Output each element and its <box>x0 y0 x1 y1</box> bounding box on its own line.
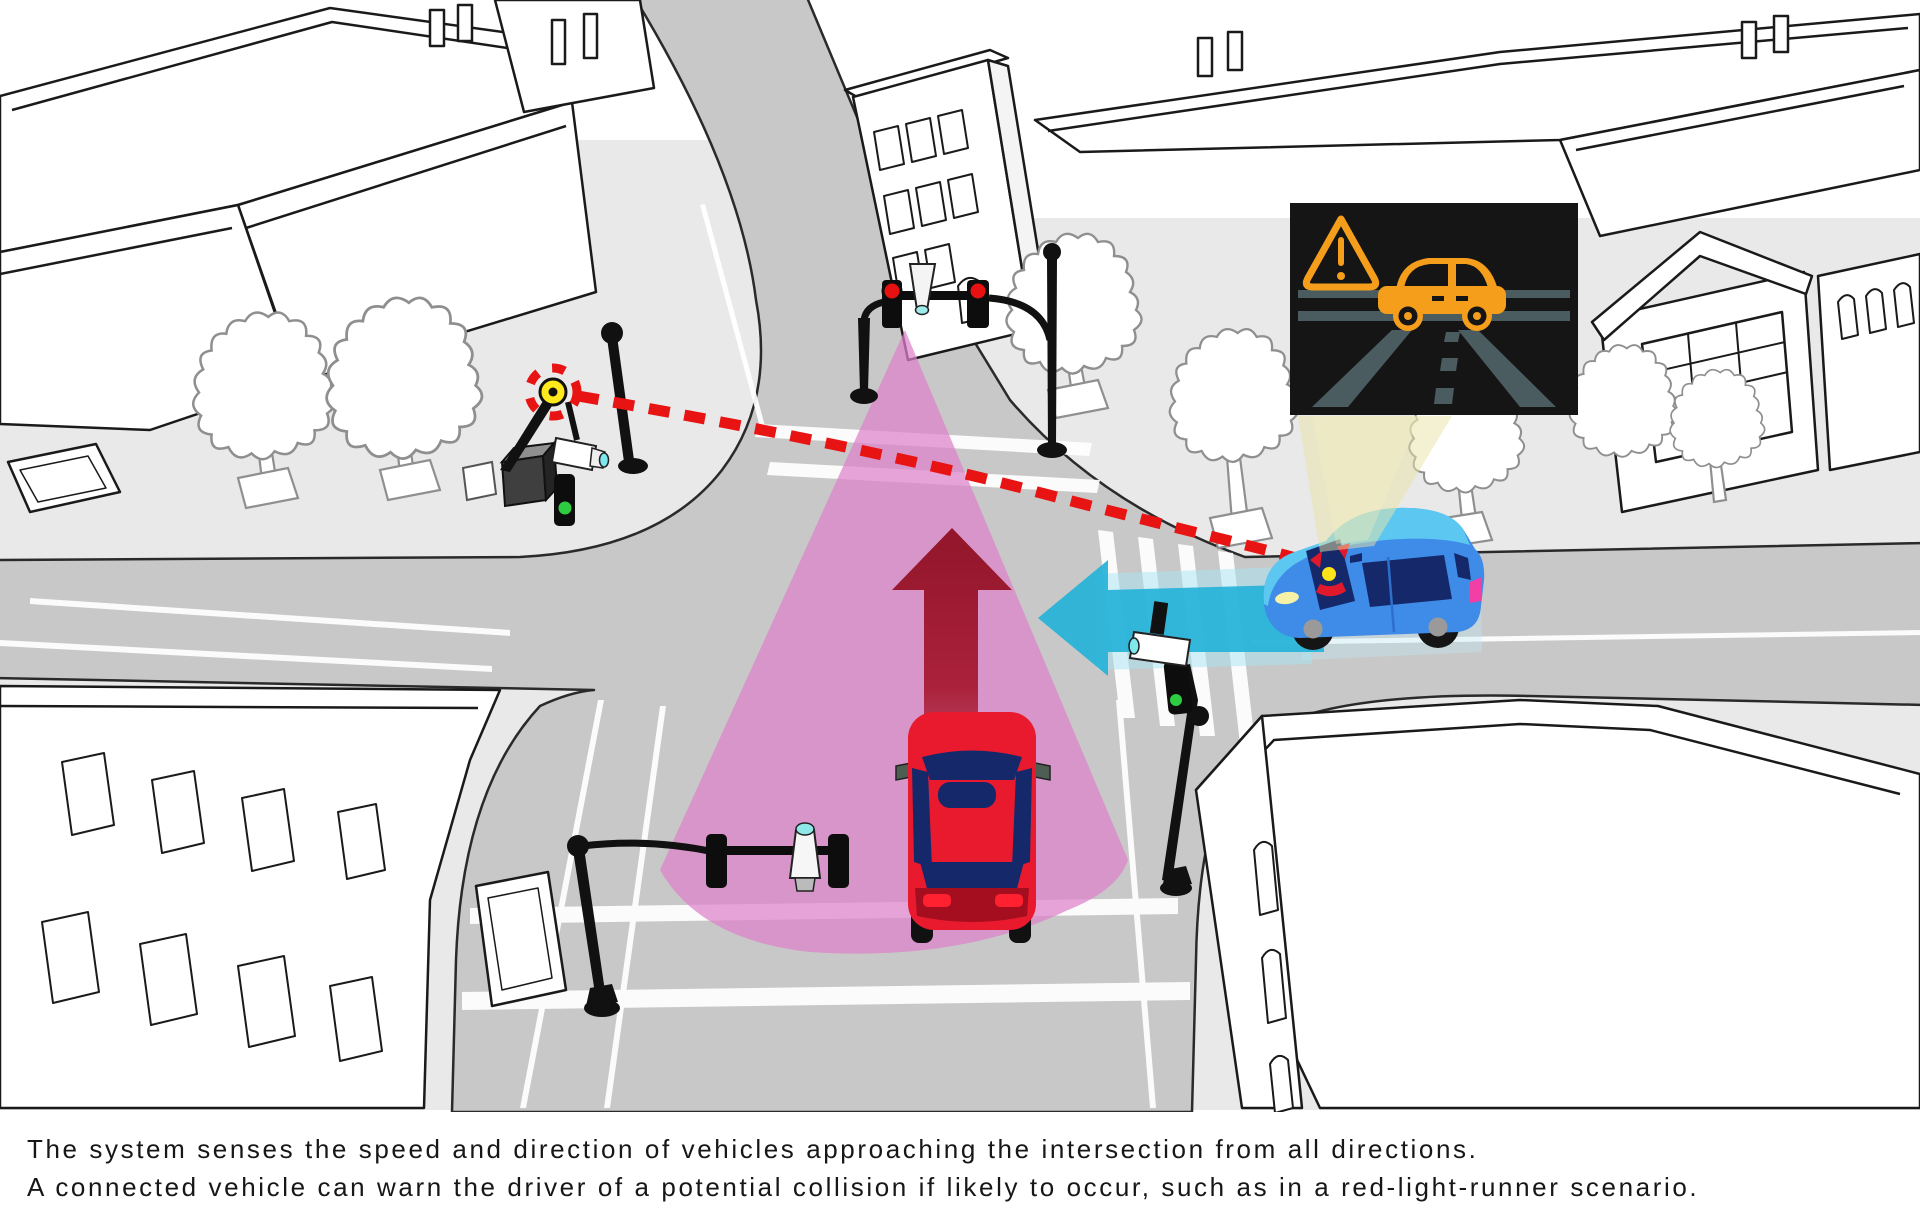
beam-outer <box>1298 416 1452 552</box>
support-pole <box>1047 258 1057 446</box>
signal-north <box>850 243 1067 458</box>
caption-line-2: A connected vehicle can warn the driver … <box>27 1172 1700 1202</box>
dashed-path <box>577 390 1308 567</box>
windshield <box>922 750 1022 780</box>
lane-line-west-2 <box>0 640 492 672</box>
side-glass-right <box>1012 768 1032 868</box>
hubcap <box>1303 619 1323 639</box>
car-side-icon <box>1378 258 1506 331</box>
camera-bracket <box>565 401 580 441</box>
lamp-ball <box>601 322 623 344</box>
mirror <box>1350 553 1362 563</box>
tree-pad <box>378 458 442 502</box>
bank-pediment <box>1590 230 1814 342</box>
lamp-base <box>584 999 620 1017</box>
warning-triangle-icon <box>1302 215 1380 291</box>
tree-pad <box>236 466 300 510</box>
lane-line-south-3 <box>1116 700 1156 1108</box>
taillight <box>1470 577 1482 603</box>
roof-vent <box>428 8 446 48</box>
caption: The system senses the speed and directio… <box>27 1130 1907 1206</box>
lamp-base <box>618 458 648 474</box>
red-light <box>967 280 989 302</box>
pole-ball <box>1189 706 1209 726</box>
building-southwest <box>0 684 568 1110</box>
buildings <box>0 0 1920 1114</box>
v2x-dashed-link <box>524 363 1308 567</box>
hubcap <box>1428 617 1448 637</box>
door-line <box>1386 556 1396 633</box>
signal-head <box>828 834 849 888</box>
pole-base <box>1160 880 1192 896</box>
connected-blue-car <box>1263 507 1485 650</box>
camera-mount <box>1149 601 1169 635</box>
dashed-signal-ring-icon <box>524 363 582 421</box>
quarter-window <box>1454 553 1471 580</box>
signal-mast <box>500 393 557 472</box>
building-tall <box>493 0 656 114</box>
roof-vent <box>456 3 474 43</box>
taillight <box>923 894 951 907</box>
camera-lens <box>598 452 610 468</box>
camera-icon <box>550 436 598 472</box>
hud-warning-display <box>1290 203 1578 415</box>
car-roof <box>1263 507 1470 606</box>
cabinet-pedestal <box>461 460 498 502</box>
camera-icon <box>788 829 822 879</box>
red-light <box>881 280 903 302</box>
signal-south <box>567 822 849 1017</box>
green-light <box>1170 694 1182 706</box>
sunroof <box>938 782 996 808</box>
approach-arrow <box>1038 560 1324 676</box>
building-southeast <box>1194 698 1920 1114</box>
camera-lens <box>914 304 930 316</box>
signal-southeast <box>1128 601 1209 896</box>
pole <box>1162 664 1198 882</box>
signal-head <box>554 474 575 526</box>
speed-direction-arrow <box>892 528 1012 872</box>
crosswalk-south-2 <box>462 982 1190 1010</box>
sw-annex <box>474 870 568 1008</box>
lamp-pole <box>573 848 606 1000</box>
bottom-margin <box>0 1112 1920 1222</box>
signal-mast <box>858 318 870 392</box>
trees <box>191 232 1766 550</box>
rear-window <box>920 862 1024 892</box>
pole-base <box>1037 442 1067 458</box>
signal-arm <box>581 839 715 856</box>
hud-beam <box>1298 416 1452 552</box>
taillight <box>995 894 1023 907</box>
caption-line-1: The system senses the speed and directio… <box>27 1134 1479 1164</box>
lane-line-north <box>700 204 766 431</box>
lane-line-west-1 <box>30 598 510 636</box>
beam-core <box>1312 416 1420 544</box>
lane-line-east <box>1252 630 1920 645</box>
building-annex-west <box>6 442 122 514</box>
green-light <box>558 501 572 515</box>
camera-lens <box>795 822 815 836</box>
side-window <box>1362 555 1452 607</box>
red-light-runner-car <box>895 712 1051 943</box>
side-glass-left <box>912 768 932 868</box>
headlight <box>1275 591 1299 605</box>
camera-lens <box>1128 637 1140 655</box>
lane-line-south-1 <box>520 700 604 1108</box>
signal-head <box>706 834 727 888</box>
hud-dot <box>1322 567 1336 581</box>
